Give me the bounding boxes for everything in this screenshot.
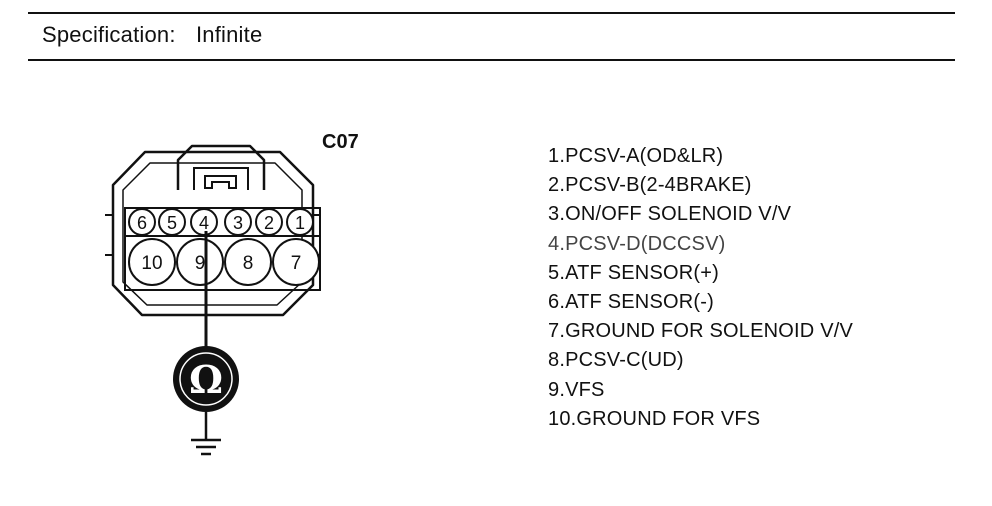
ohm-symbol-icon: Ω [189,357,223,402]
pin-3-label: 3 [233,213,243,233]
pin-8: 8 [224,238,272,286]
pin-legend-item-10: 10.GROUND FOR VFS [548,407,761,430]
pin-legend-item-6: 6.ATF SENSOR(-) [548,290,714,313]
pin-legend: 1.PCSV-A(OD&LR) 2.PCSV-B(2-4BRAKE) 3.ON/… [548,142,853,434]
pin-8-label: 8 [243,253,254,274]
pin-5-label: 5 [167,213,177,233]
connector-side-key-left [105,214,114,256]
pin-2: 2 [255,208,283,236]
specification-value: Infinite [195,22,263,47]
pin-legend-item-1: 1.PCSV-A(OD&LR) [548,145,724,167]
pin-legend-item-8: 8.PCSV-C(UD) [548,349,684,372]
connector-housing-inner [122,162,303,306]
specification-label: Specification: [42,22,176,47]
pin-6-label: 6 [137,213,147,233]
pin-legend-item-2: 2.PCSV-B(2-4BRAKE) [548,174,752,197]
pin-legend-item-4: 4.PCSV-D(DCCSV) [548,232,726,255]
connector-latch [176,144,266,190]
pin-7: 7 [272,238,320,286]
pin-2-label: 2 [264,213,274,233]
pin-1: 1 [286,208,314,236]
specification-line: Specification: Infinite [42,22,262,48]
header-top-rule [28,12,955,14]
pin-legend-item-7: 7.GROUND FOR SOLENOID V/V [548,320,854,343]
pin-4-label: 4 [199,213,209,233]
top-row-pins: 6 5 4 3 2 1 [128,208,314,236]
pin-legend-item-5: 5.ATF SENSOR(+) [548,261,719,284]
pin-10-label: 10 [141,253,162,274]
pin-legend-item-3: 3.ON/OFF SOLENOID V/V [548,203,792,226]
ohmmeter: Ω [173,346,239,412]
pin-3: 3 [224,208,252,236]
ground-icon [191,438,221,456]
pin-9: 9 [176,238,224,286]
pin-1-label: 1 [295,213,305,233]
pin-9-label: 9 [195,253,206,274]
connector-id-label: C07 [322,131,359,153]
ohmmeter-body [173,346,239,412]
pin-6: 6 [128,208,156,236]
bottom-row-cavity-frame [124,235,321,291]
pin-10: 10 [128,238,176,286]
pin-4: 4 [190,208,218,236]
bottom-row-pins: 10 9 8 7 [128,238,320,286]
pin-7-label: 7 [291,253,302,274]
header-bottom-rule [28,59,955,61]
pin-5: 5 [158,208,186,236]
ohmmeter-ring [179,352,233,406]
pin-legend-item-9: 9.VFS [548,378,605,401]
